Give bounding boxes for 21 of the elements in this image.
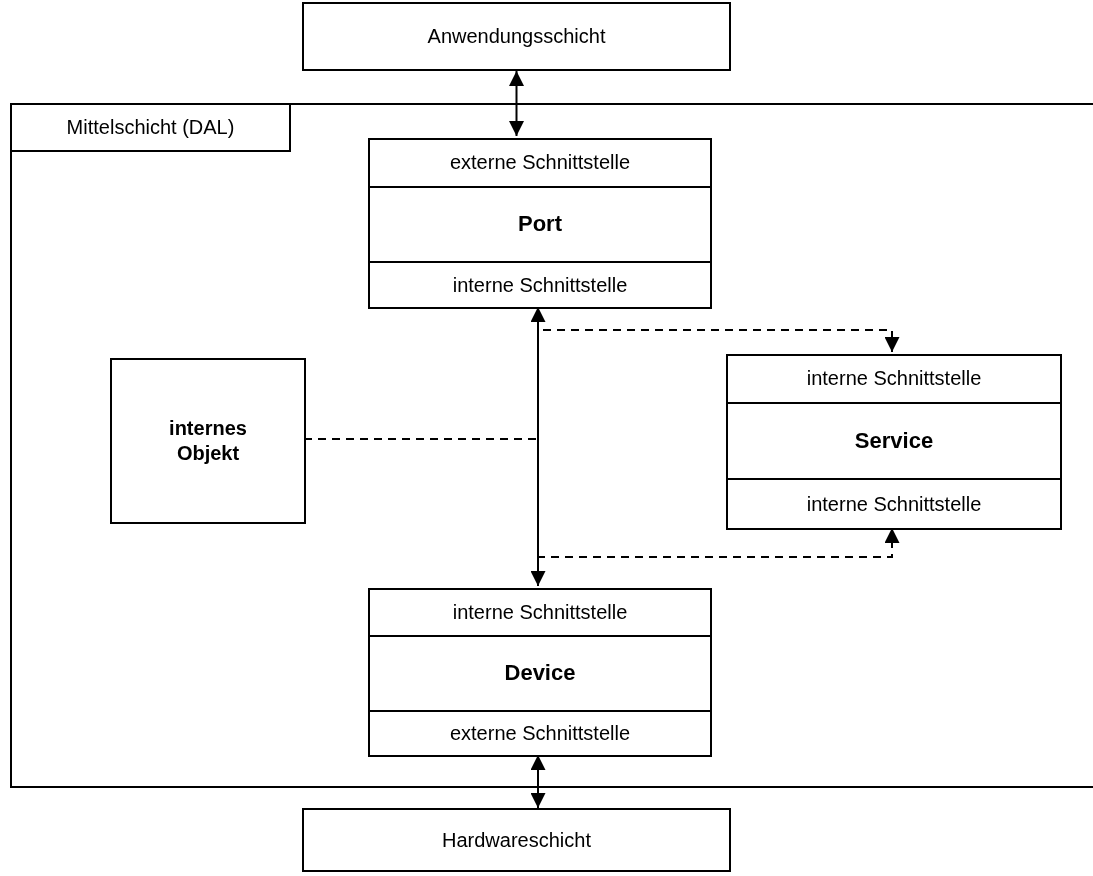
interface-label: interne Schnittstelle [728,478,1060,528]
component-box [726,354,1062,530]
interface-label: interne Schnittstelle [451,599,629,625]
arrow [509,70,524,137]
component-box [368,588,712,757]
box-label: Anwendungsschicht [427,24,606,49]
layer-box [302,2,731,71]
interface-label: externe Schnittstelle [370,710,710,755]
layer-box [110,358,306,524]
interface-label: interne Schnittstelle [370,261,710,307]
component-box [368,138,712,309]
component-title: Port [370,185,710,262]
layer-band [10,103,1093,788]
component-title: Service [728,401,1060,479]
box-label: Hardwareschicht [442,827,591,853]
interface-label: externe Schnittstelle [448,150,632,176]
layer-label: Mittelschicht (DAL) [10,103,291,152]
layer-box [302,808,731,872]
component-title: Device [370,634,710,711]
interface-label: interne Schnittstelle [805,366,983,392]
box-label: internes Objekt [168,416,248,466]
